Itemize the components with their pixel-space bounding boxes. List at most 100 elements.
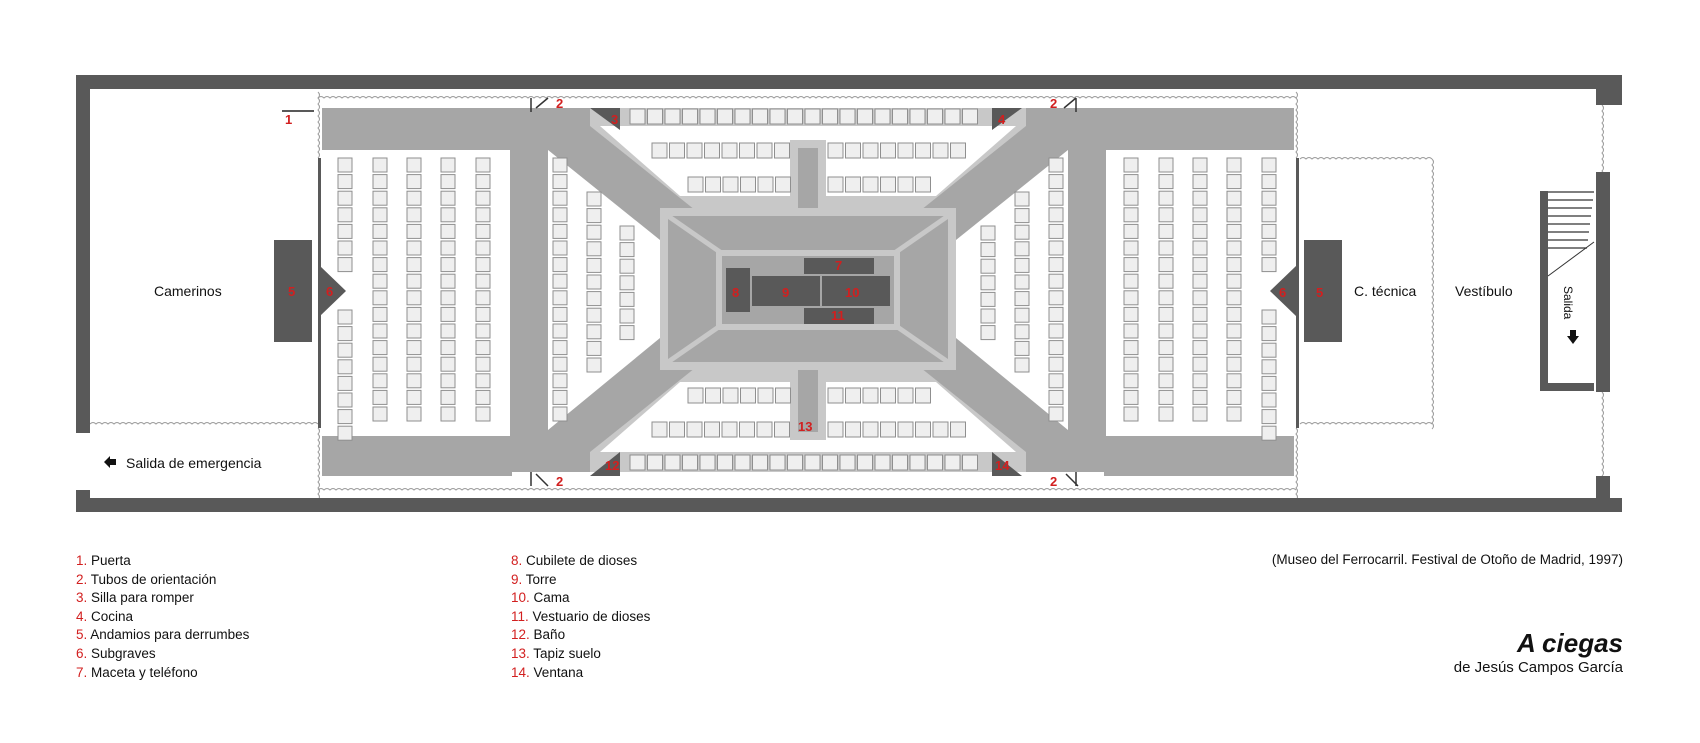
seat [775, 387, 791, 404]
legend-number: 12. [511, 627, 530, 643]
seat [845, 176, 861, 193]
legend-number: 1. [76, 553, 88, 568]
seat [1261, 223, 1277, 239]
seat [704, 421, 720, 438]
seat [915, 387, 931, 404]
seat [372, 306, 388, 322]
seat [1048, 240, 1064, 256]
seat [1014, 241, 1030, 257]
seat [897, 142, 914, 159]
seat [1158, 273, 1174, 289]
seat [1158, 356, 1174, 372]
seat [1048, 223, 1064, 239]
seat [774, 142, 790, 159]
seat [1158, 406, 1174, 422]
seat [980, 275, 996, 291]
seat [1226, 389, 1242, 405]
marker-5-left: 5 [288, 284, 295, 299]
seat [372, 273, 388, 289]
seat [915, 421, 931, 438]
seat [1226, 323, 1242, 339]
legend-number: 14. [511, 664, 530, 680]
seat [892, 454, 908, 471]
seat [739, 142, 755, 159]
seat [337, 425, 353, 441]
seat [1123, 257, 1139, 273]
seat [337, 409, 353, 425]
legend-text: Tapiz suelo [533, 645, 601, 661]
seat [1226, 174, 1242, 190]
seat [740, 176, 756, 193]
seat [552, 389, 568, 405]
seat [664, 108, 681, 125]
seat [406, 240, 422, 256]
seat [1048, 207, 1064, 223]
legend-item: 8. Cubilete de dioses [511, 552, 650, 571]
seat [1261, 409, 1277, 425]
seat [647, 454, 663, 471]
seat [1261, 157, 1277, 173]
seat [1014, 357, 1030, 373]
seat [1014, 224, 1030, 240]
seat [337, 240, 353, 256]
seat [980, 308, 996, 324]
seat [406, 273, 422, 289]
seat [406, 290, 422, 306]
seat [1014, 291, 1030, 307]
seat [1192, 207, 1208, 223]
seat [804, 108, 821, 125]
play-title: A ciegas [1517, 628, 1623, 658]
seat [440, 174, 456, 190]
seat [756, 142, 773, 159]
seat [704, 142, 720, 159]
seat [1192, 373, 1208, 389]
seat [552, 240, 568, 256]
seat [1123, 273, 1139, 289]
seat [440, 306, 456, 322]
seat [552, 306, 568, 322]
seat [1158, 389, 1174, 405]
seat [372, 257, 388, 273]
seat [880, 421, 896, 438]
seat [372, 190, 388, 206]
seat [1048, 389, 1064, 405]
emergency-arrow-icon [104, 456, 116, 468]
seat [372, 323, 388, 339]
seat [1226, 190, 1242, 206]
seat [337, 190, 353, 206]
seat [927, 454, 943, 471]
seat [705, 387, 721, 404]
seat [372, 240, 388, 256]
seat [669, 421, 685, 438]
seat [909, 108, 926, 125]
seat [586, 191, 602, 207]
seat [1261, 342, 1277, 358]
seat [372, 406, 388, 422]
seat [932, 142, 949, 159]
seat [980, 325, 996, 341]
seat [619, 291, 635, 307]
seat [406, 157, 422, 173]
legend-item: 4. Cocina [76, 608, 249, 627]
seat [440, 356, 456, 372]
seat [1158, 223, 1174, 239]
seat [586, 224, 602, 240]
seat [647, 108, 663, 125]
seat [1192, 174, 1208, 190]
seat [440, 240, 456, 256]
seat [406, 389, 422, 405]
seat [1048, 157, 1064, 173]
seat [1014, 191, 1030, 207]
play-author: de Jesús Campos García [1453, 659, 1623, 676]
seat [1158, 373, 1174, 389]
seat [406, 306, 422, 322]
legend-item: 2. Tubos de orientación [76, 571, 249, 590]
seat [1014, 340, 1030, 356]
legend-text: Ventana [533, 664, 584, 680]
marker-11: 11 [831, 308, 845, 323]
arrows [104, 330, 1579, 468]
legend-item: 11. Vestuario de dioses [511, 608, 650, 627]
seat [1158, 340, 1174, 356]
seat [406, 373, 422, 389]
seat [552, 340, 568, 356]
